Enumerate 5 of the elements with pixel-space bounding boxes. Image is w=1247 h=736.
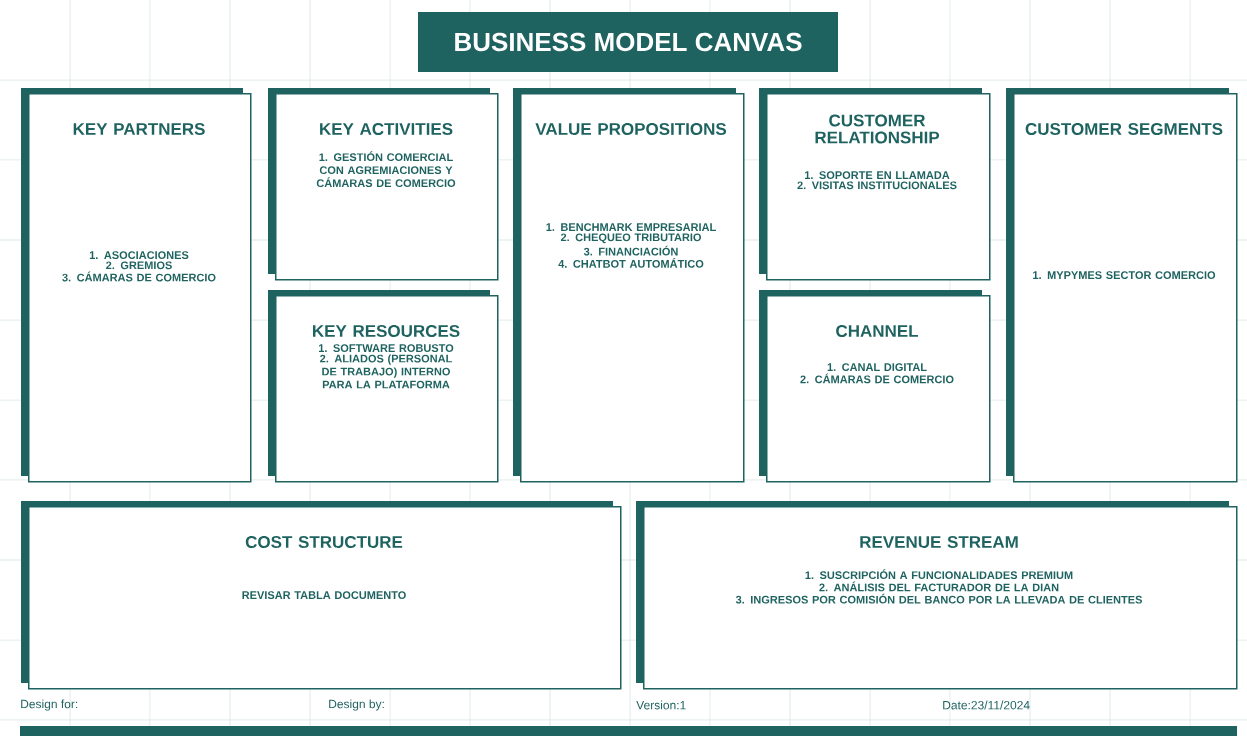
footer-text: Design by: [329, 699, 384, 711]
footer-text: Design for: [21, 699, 78, 711]
title-banner: BUSINESS MODEL CANVAS [418, 12, 838, 72]
footer-text: Date:23/11/2024 [943, 700, 1030, 710]
footer-text: Version:1 [636, 700, 686, 710]
